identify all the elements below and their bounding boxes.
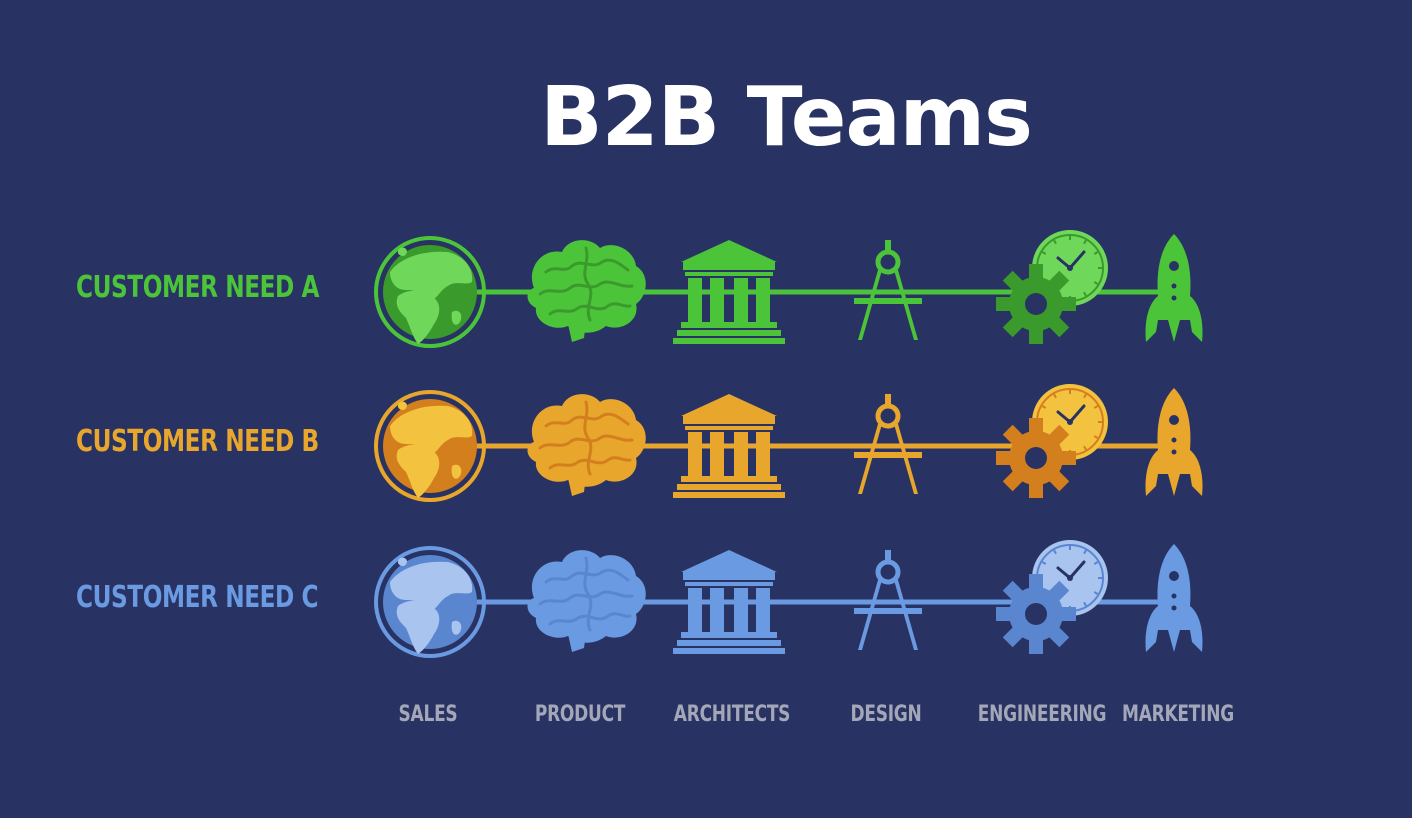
column-label-sales: SALES	[398, 702, 458, 727]
globe-icon	[374, 546, 486, 658]
gear-clock-icon	[996, 230, 1108, 344]
gear-clock-icon	[996, 540, 1108, 654]
compass-icon	[854, 394, 922, 494]
brain-icon	[527, 394, 646, 496]
compass-icon	[854, 550, 922, 650]
building-icon	[673, 550, 785, 654]
globe-icon	[374, 236, 486, 348]
rocket-icon	[1145, 388, 1203, 496]
rocket-icon	[1145, 234, 1203, 342]
column-label-architects: ARCHITECTS	[673, 702, 791, 727]
building-icon	[673, 240, 785, 344]
column-label-engineering: ENGINEERING	[977, 702, 1107, 727]
brain-icon	[527, 550, 646, 652]
gear-clock-icon	[996, 384, 1108, 498]
column-label-marketing: MARKETING	[1122, 702, 1234, 727]
brain-icon	[527, 240, 646, 342]
globe-icon	[374, 390, 486, 502]
column-label-design: DESIGN	[850, 702, 922, 727]
row-label-customer-need-b: CUSTOMER NEED B	[76, 424, 319, 459]
rocket-icon	[1145, 544, 1203, 652]
row-label-customer-need-a: CUSTOMER NEED A	[76, 270, 320, 305]
column-label-product: PRODUCT	[534, 702, 626, 727]
page-title: B2B Teams	[540, 70, 1033, 165]
compass-icon	[854, 240, 922, 340]
building-icon	[673, 394, 785, 498]
row-label-customer-need-c: CUSTOMER NEED C	[76, 580, 319, 615]
